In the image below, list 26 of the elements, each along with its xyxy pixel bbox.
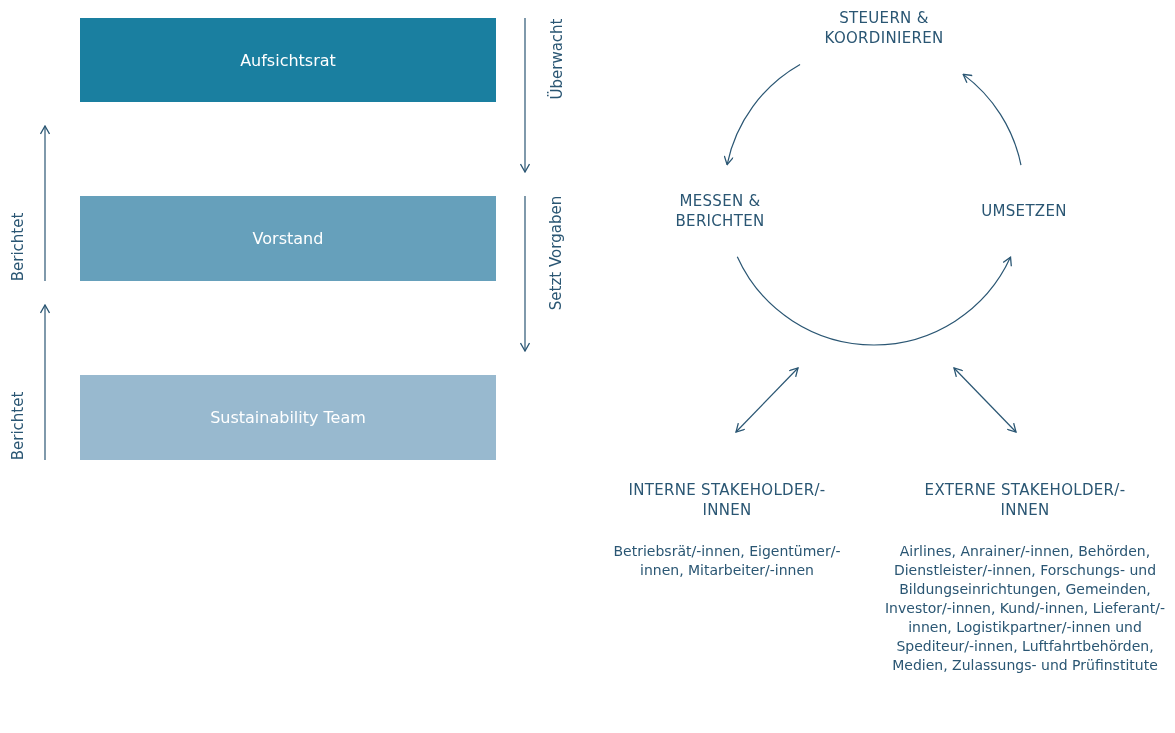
group-heading: INTERNE STAKEHOLDER/-INNEN bbox=[627, 480, 827, 520]
edge-label: Setzt Vorgaben bbox=[547, 195, 566, 311]
group-members: Airlines, Anrainer/-innen, Behörden, Dienstleister/-innen, Forschungs- und Bildungseinrichtungen, Gemeinden, Investor/-innen, Kund/-innen, Lieferant/-innen, Logistikpartner/-innen und Spediteur/-innen, Luftfahrtbehörden, Medien, Zulassungs- und Prüfinstitute bbox=[884, 542, 1166, 675]
step-label: MESSEN & BERICHTEN bbox=[674, 191, 766, 231]
edge-label: Berichtet bbox=[8, 212, 27, 281]
edge-label: Überwacht bbox=[547, 18, 565, 99]
arrow bbox=[519, 17, 531, 173]
org-box bbox=[80, 196, 496, 281]
arrow bbox=[953, 367, 1017, 433]
arrow bbox=[735, 367, 799, 433]
arrow bbox=[39, 125, 51, 282]
arrow bbox=[736, 256, 1012, 346]
box-label: Sustainability Team bbox=[210, 408, 366, 427]
box-label: Aufsichtsrat bbox=[240, 50, 336, 70]
step-label: STEUERN & KOORDINIEREN bbox=[823, 8, 945, 48]
group-members: Betriebsrät/-innen, Eigentümer/-innen, Mitarbeiter/-innen bbox=[612, 542, 842, 580]
arrow bbox=[724, 63, 801, 166]
org-box bbox=[80, 18, 496, 102]
group-heading: EXTERNE STAKEHOLDER/-INNEN bbox=[923, 480, 1127, 520]
box-label: Vorstand bbox=[252, 229, 324, 248]
arrow bbox=[519, 195, 531, 352]
org-box bbox=[80, 375, 496, 460]
arrow bbox=[962, 73, 1022, 166]
edge-label: Berichtet bbox=[8, 391, 27, 460]
step-label: UMSETZEN bbox=[980, 201, 1068, 221]
arrow bbox=[39, 304, 51, 461]
